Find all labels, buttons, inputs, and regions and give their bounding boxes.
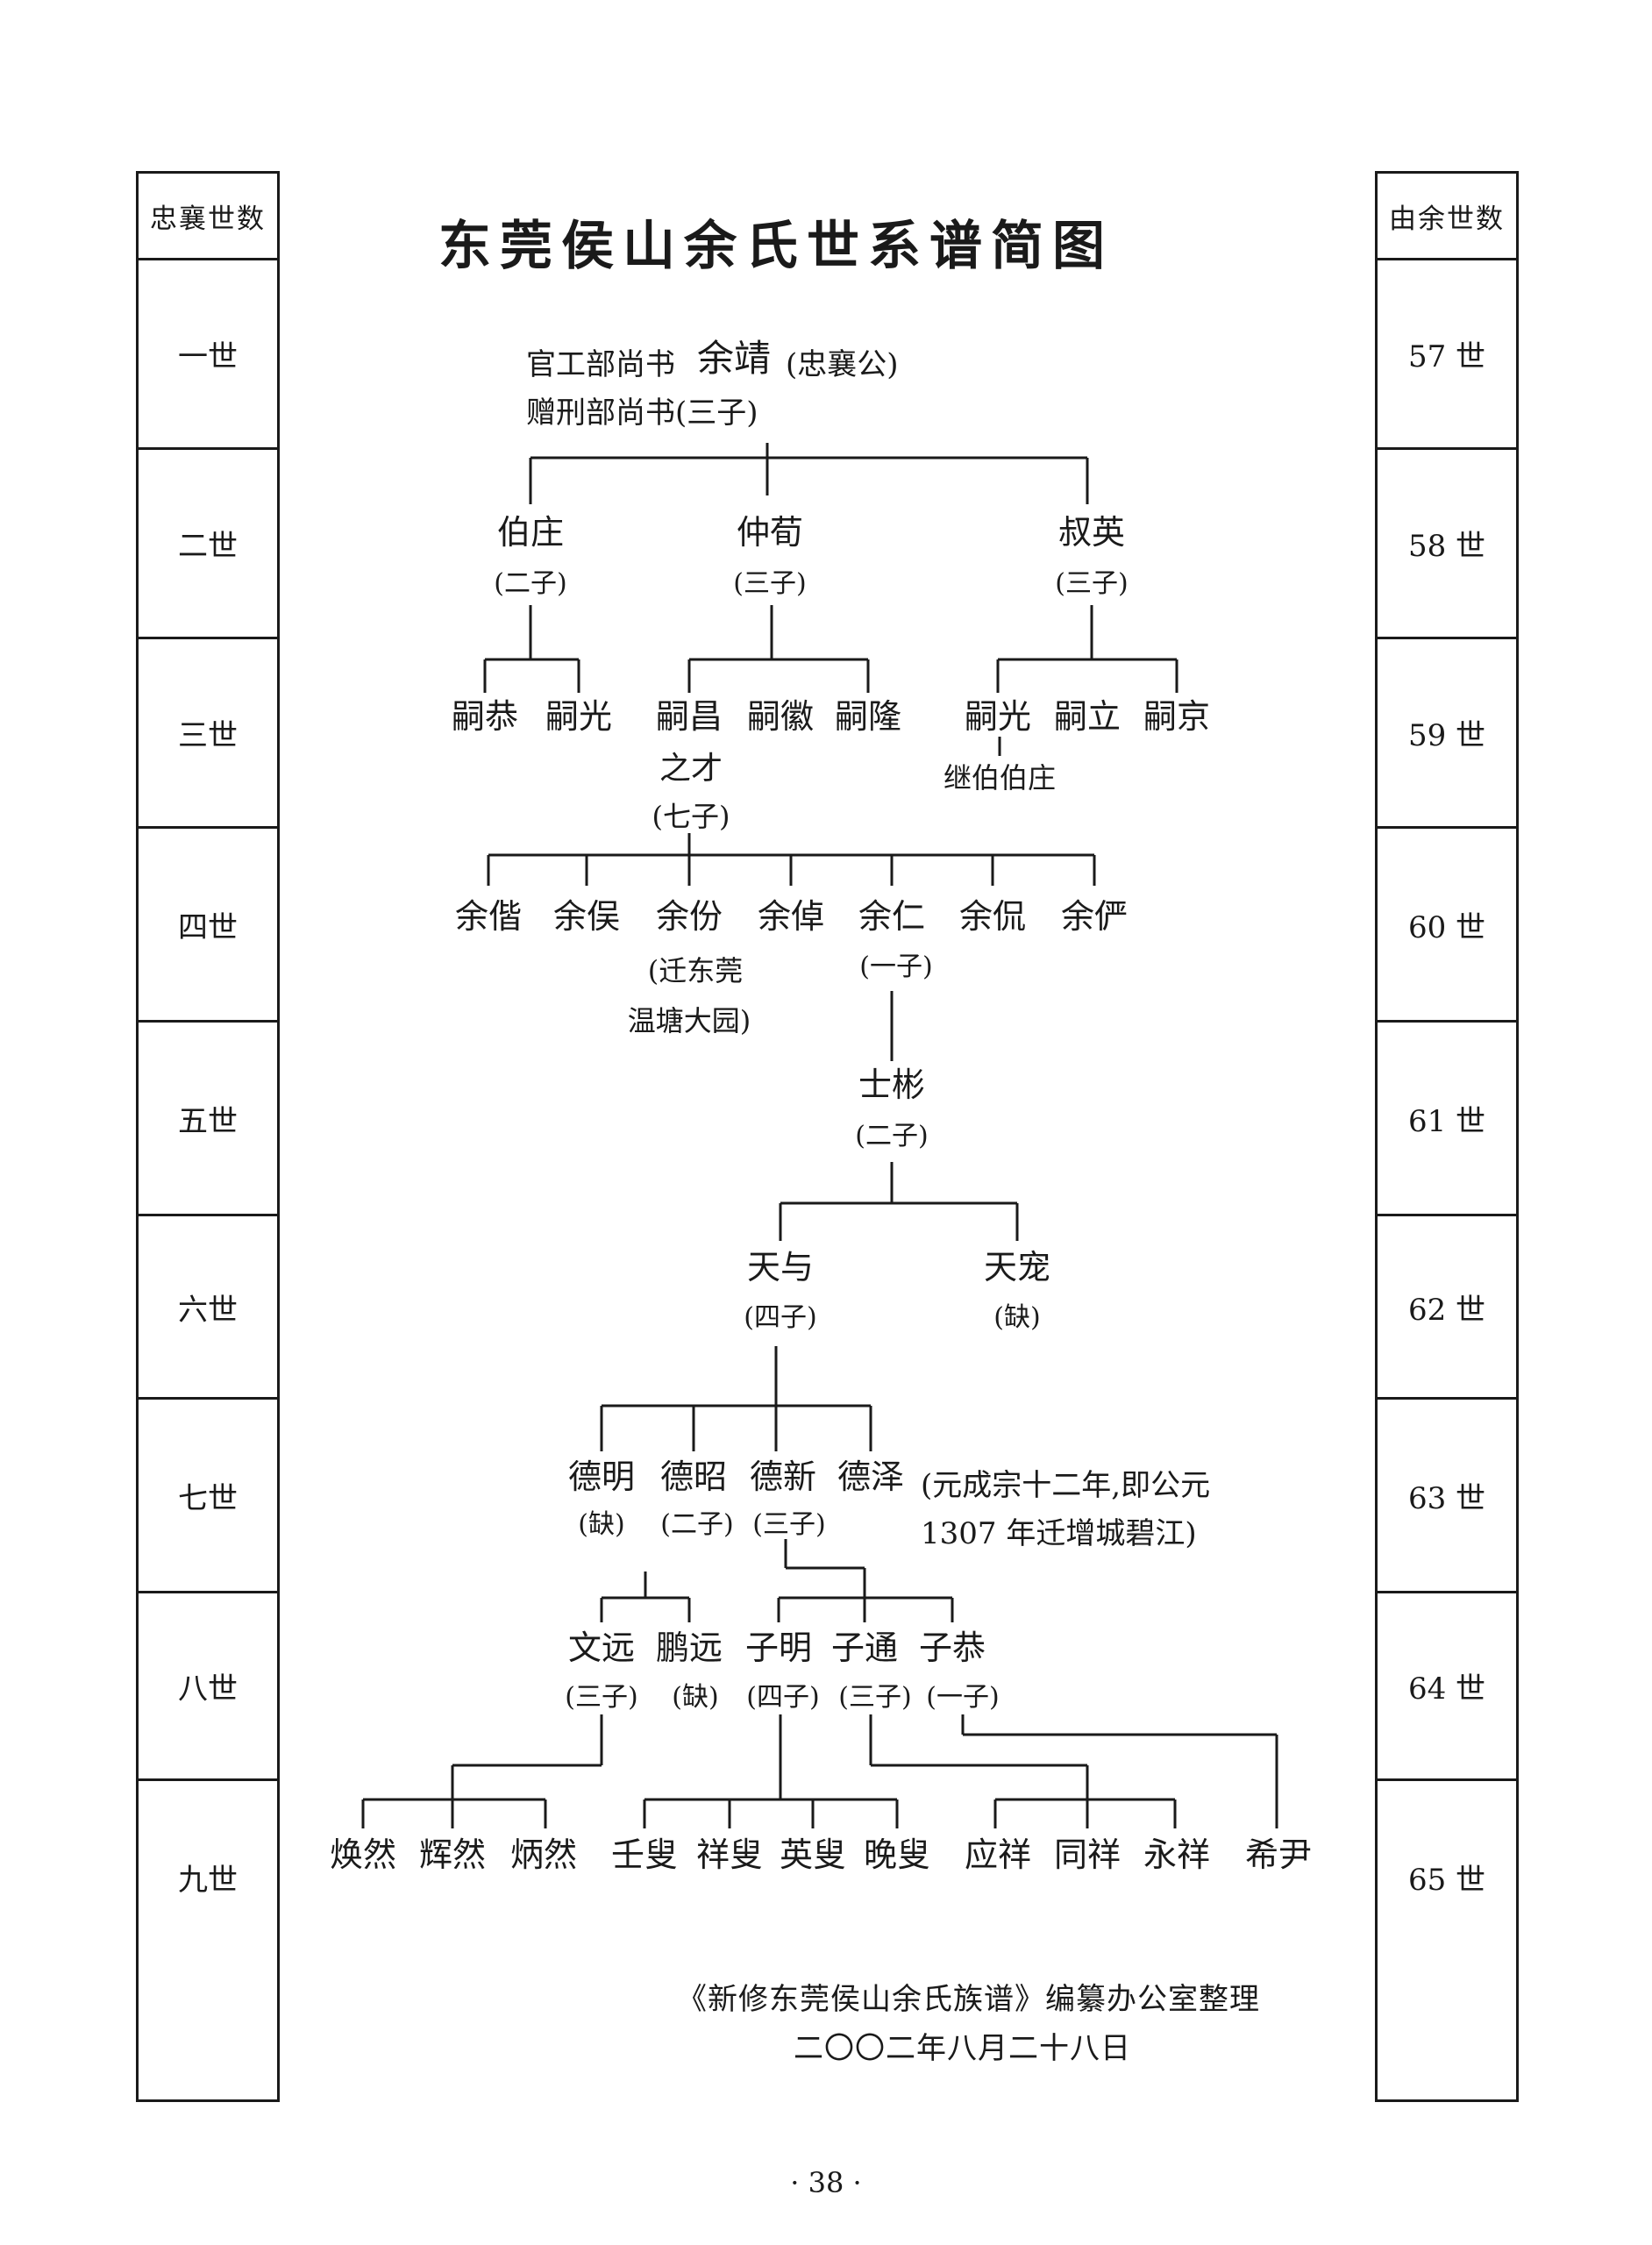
gen8-note: (三子) — [838, 1682, 911, 1713]
gen8-note: (四子) — [746, 1682, 819, 1713]
gen4-name: 余俨 — [1061, 897, 1128, 936]
gen3-name: 嗣光 — [545, 697, 612, 736]
right-row-63: 63 世 — [1378, 1397, 1516, 1591]
gen8-name: 子明 — [745, 1629, 812, 1667]
gen8-note: (缺) — [672, 1682, 718, 1713]
right-row-57: 57 世 — [1378, 258, 1516, 447]
right-row-59: 59 世 — [1378, 637, 1516, 826]
gen4-name: 余仁 — [858, 897, 925, 936]
gen9-name: 焕然 — [330, 1835, 396, 1874]
credit-line2: 二〇〇二年八月二十八日 — [794, 2031, 1131, 2066]
gen3-name: 嗣徽 — [747, 697, 814, 736]
gen9-name: 应祥 — [965, 1835, 1031, 1874]
tree-connectors — [361, 443, 1278, 1828]
credit-line1: 《新修东莞侯山余氏族谱》编纂办公室整理 — [677, 1982, 1260, 2017]
gen7-name: 德泽 — [837, 1457, 904, 1496]
gen2-note: (二子) — [494, 568, 566, 599]
left-generation-column: 忠襄世数 一世 二世 三世 四世 五世 六世 七世 八世 九世 — [136, 171, 280, 2102]
gen7-note: (三子) — [752, 1509, 825, 1540]
root-name: 余靖 — [697, 337, 771, 380]
gen3-name: 嗣京 — [1143, 697, 1210, 736]
left-row-6: 六世 — [139, 1214, 277, 1397]
gen3-name: 嗣隆 — [835, 697, 901, 736]
gen9-name: 晚叟 — [864, 1835, 930, 1874]
gen9-name: 希尹 — [1245, 1835, 1312, 1874]
gen8-note: (三子) — [565, 1682, 637, 1713]
gen2-name: 伯庄 — [497, 513, 564, 552]
gen6-name: 天与 — [747, 1248, 814, 1286]
gen3-zhicai: 之才 — [659, 751, 723, 787]
gen2-name: 仲荀 — [737, 513, 803, 552]
gen3-zhicai-note: (七子) — [652, 800, 730, 833]
gen4-name: 余侃 — [959, 897, 1026, 936]
gen9-name: 同祥 — [1054, 1835, 1121, 1874]
root-line2: 赠刑部尚书(三子) — [526, 396, 758, 431]
gen4-yuren-note: (一子) — [859, 951, 932, 982]
left-row-5: 五世 — [139, 1020, 277, 1214]
gen2-note: (三子) — [733, 568, 806, 599]
left-column-header: 忠襄世数 — [150, 203, 266, 235]
left-row-8: 八世 — [139, 1591, 277, 1778]
right-row-60: 60 世 — [1378, 826, 1516, 1020]
left-row-1: 一世 — [139, 258, 277, 447]
gen9-name: 英叟 — [780, 1835, 846, 1874]
gen8-name: 鹏远 — [656, 1629, 723, 1667]
gen3-name: 嗣光 — [965, 697, 1031, 736]
gen9-name: 辉然 — [419, 1835, 486, 1874]
right-row-64: 64 世 — [1378, 1591, 1516, 1778]
gen4-name: 余份 — [656, 897, 723, 936]
gen9-name: 永祥 — [1143, 1835, 1210, 1874]
gen5-name: 士彬 — [858, 1065, 925, 1104]
left-row-3: 三世 — [139, 637, 277, 826]
gen4-yufen-note2: 温塘大园) — [628, 1004, 751, 1037]
gen7-note: (缺) — [578, 1509, 624, 1540]
right-row-62: 62 世 — [1378, 1214, 1516, 1397]
gen6-name: 天宠 — [984, 1248, 1050, 1286]
root-line1-suffix: (忠襄公) — [786, 347, 899, 382]
gen6-note: (缺) — [993, 1302, 1040, 1333]
gen4-name: 余偕 — [455, 897, 522, 936]
gen8-name: 文远 — [568, 1629, 635, 1667]
right-row-58: 58 世 — [1378, 447, 1516, 637]
gen3-name: 嗣恭 — [452, 697, 518, 736]
left-row-2: 二世 — [139, 447, 277, 637]
gen3-name: 嗣昌 — [656, 697, 723, 736]
gen7-name: 德明 — [568, 1457, 635, 1496]
gen7-name: 德昭 — [660, 1457, 727, 1496]
gen7-note: (二子) — [660, 1509, 733, 1540]
gen9-name: 壬叟 — [611, 1835, 678, 1874]
gen9-name: 祥叟 — [696, 1835, 763, 1874]
left-row-4: 四世 — [139, 826, 277, 1020]
gen8-note: (一子) — [926, 1682, 999, 1713]
right-row-65: 65 世 — [1378, 1778, 1516, 1972]
gen6-note: (四子) — [744, 1302, 816, 1333]
gen2-name: 叔英 — [1058, 513, 1125, 552]
root-line1-prefix: 官工部尚书 — [526, 347, 675, 382]
gen8-name: 子通 — [831, 1629, 898, 1667]
left-row-9: 九世 — [139, 1778, 277, 1972]
gen4-name: 余倬 — [758, 897, 824, 936]
gen3-name: 嗣立 — [1054, 697, 1121, 736]
gen8-name: 子恭 — [919, 1629, 986, 1667]
right-column-header: 由余世数 — [1389, 203, 1505, 235]
gen7-migration-note-line1: (元成宗十二年,即公元 — [921, 1468, 1210, 1503]
root-ancestor: 官工部尚书 余靖 (忠襄公) 赠刑部尚书(三子) — [526, 337, 899, 431]
gen4-yufen-note1: (迁东莞 — [648, 954, 744, 987]
left-row-7: 七世 — [139, 1397, 277, 1591]
gen7-migration-note-line2: 1307 年迁增城碧江) — [921, 1516, 1197, 1551]
page-title: 东莞侯山余氏世系谱简图 — [438, 216, 1114, 277]
gen9-name: 炳然 — [510, 1835, 577, 1874]
gen7-name: 德新 — [750, 1457, 816, 1496]
gen5-note: (二子) — [855, 1121, 928, 1151]
right-row-61: 61 世 — [1378, 1020, 1516, 1214]
page-number: · 38 · — [790, 2166, 862, 2199]
gen3-jibo-note: 继伯伯庄 — [943, 761, 1056, 795]
gen4-name: 余俣 — [553, 897, 620, 936]
right-generation-column: 由余世数 57 世 58 世 59 世 60 世 61 世 62 世 63 世 … — [1375, 171, 1519, 2102]
gen2-note: (三子) — [1055, 568, 1128, 599]
